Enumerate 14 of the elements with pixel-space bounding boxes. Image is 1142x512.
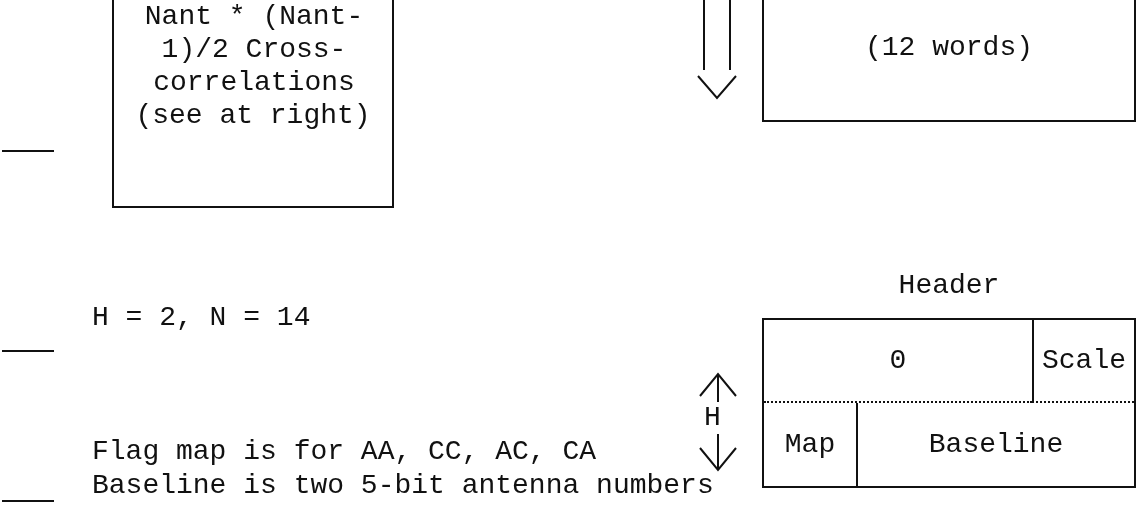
memory-block (762, 0, 1136, 122)
note-text: Baseline is two 5-bit antenna numbers (92, 470, 714, 502)
cell-text: Scale (1042, 345, 1126, 376)
table-heading: Header (897, 270, 1001, 302)
table-cell (1032, 320, 1134, 403)
memory-block (112, 0, 394, 208)
note-text: Flag map is for AA, CC, AC, CA (92, 436, 597, 468)
block-title: Nant * (Nant-1)/2 Cross-correlations (143, 0, 365, 99)
cell-text: 0 (889, 345, 907, 376)
cell-text: Baseline (928, 429, 1064, 460)
parameter-text: H = 2, N = 14 (92, 302, 311, 334)
cell-text: Map (784, 429, 836, 460)
block-note: (see at right) (134, 100, 372, 132)
block-size-text: (12 words) (864, 32, 1034, 64)
